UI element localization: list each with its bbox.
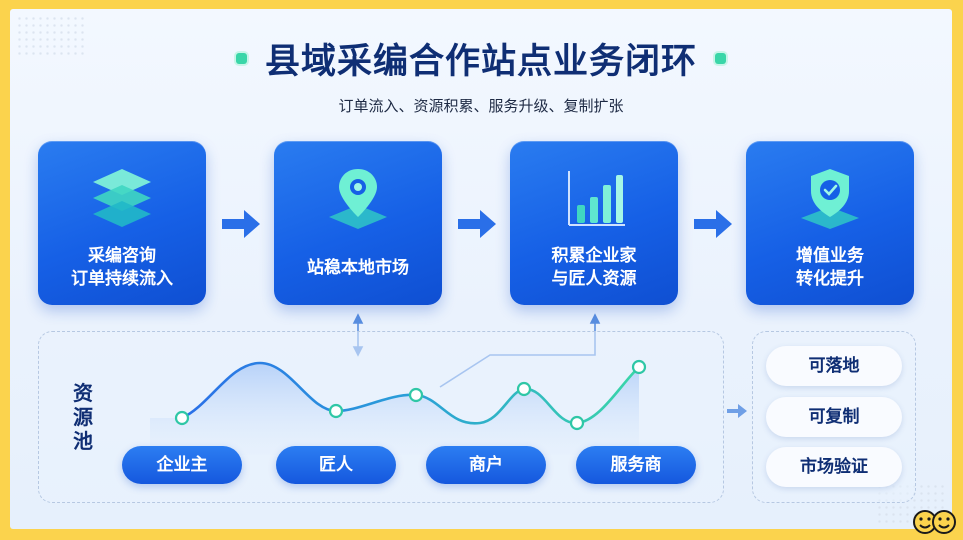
step-card-2: 站稳本地市场 (274, 141, 442, 305)
step-label-line2: 订单持续流入 (71, 269, 173, 289)
wave-node (408, 387, 424, 403)
title-bullet-left (235, 53, 247, 64)
bar-chart-icon (568, 171, 625, 226)
step-card-1: 采编咨询 订单持续流入 (38, 141, 206, 305)
step-label-line2: 与匠人资源 (551, 269, 637, 289)
outcome-item-market-validation: 市场验证 (766, 447, 902, 487)
step-label: 增值业务 转化提升 (746, 245, 914, 291)
outcome-item-replicable: 可复制 (766, 397, 902, 437)
pool-item-service-provider: 服务商 (576, 446, 696, 484)
wave-node (631, 359, 647, 375)
wave-node (328, 403, 344, 419)
pool-item-enterprise-owner: 企业主 (122, 446, 242, 484)
resource-pool-label: 资源池 (73, 381, 93, 453)
step-label: 站稳本地市场 (274, 257, 442, 280)
page-title: 县域采编合作站点业务闭环 (264, 42, 697, 82)
smiley-faces-icon (913, 510, 956, 534)
page-subtitle: 订单流入、资源积累、服务升级、复制扩张 (338, 97, 624, 115)
pool-item-merchant: 商户 (426, 446, 546, 484)
step-label-line2: 转化提升 (796, 269, 864, 289)
step-label-line1: 增值业务 (796, 246, 864, 266)
wave-node (516, 381, 532, 397)
step-label-line1: 采编咨询 (88, 246, 156, 266)
step-label: 积累企业家 与匠人资源 (510, 245, 678, 291)
pool-item-craftsman: 匠人 (276, 446, 396, 484)
diagram-canvas: 县域采编合作站点业务闭环 订单流入、资源积累、服务升级、复制扩张 采编咨询 订单… (10, 9, 952, 529)
shield-check-pin-icon (801, 169, 859, 229)
title-row: 县域采编合作站点业务闭环 (10, 33, 952, 84)
resource-flow-wave (150, 359, 647, 455)
step-card-4: 增值业务 转化提升 (746, 141, 914, 305)
title-bullet-right (715, 53, 726, 64)
layers-icon (93, 169, 151, 227)
step-label: 采编咨询 订单持续流入 (38, 245, 206, 291)
right-arrow-icon (458, 210, 496, 238)
wave-node (174, 410, 190, 426)
dot-pattern-decoration (16, 15, 86, 55)
small-right-arrow-icon (727, 404, 747, 418)
right-arrow-icon (694, 210, 732, 238)
right-arrow-icon (222, 210, 260, 238)
location-pin-icon (329, 169, 387, 229)
step-label-line1: 站稳本地市场 (307, 258, 409, 278)
outcome-item-landable: 可落地 (766, 346, 902, 386)
step-card-3: 积累企业家 与匠人资源 (510, 141, 678, 305)
wave-node (569, 415, 585, 431)
step-label-line1: 积累企业家 (551, 246, 637, 266)
